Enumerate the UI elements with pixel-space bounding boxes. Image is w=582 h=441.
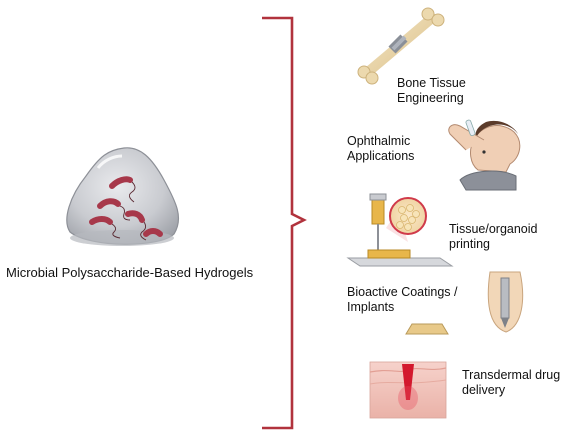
skin-wound-icon	[369, 361, 447, 419]
label-tissue-organoid-printing: Tissue/organoid printing	[449, 222, 537, 252]
label-line: Bone Tissue	[397, 76, 466, 90]
bone-icon	[357, 7, 445, 85]
label-line: delivery	[462, 383, 506, 397]
label-bioactive-coatings-implants: Bioactive Coatings / Implants	[347, 285, 457, 315]
bacteria-icon	[89, 176, 163, 241]
label-line: Implants	[347, 300, 395, 314]
label-line: Transdermal drug	[462, 368, 561, 382]
label-line: printing	[449, 237, 490, 251]
label-line: Applications	[347, 149, 415, 163]
label-line: Ophthalmic	[347, 134, 411, 148]
label-bone-tissue-engineering: Bone Tissue Engineering	[397, 76, 466, 106]
label-line: Tissue/organoid	[449, 222, 538, 236]
label-line: Engineering	[397, 91, 464, 105]
label-line: Bioactive Coatings /	[347, 285, 458, 299]
label-transdermal-drug-delivery: Transdermal drug delivery	[462, 368, 560, 398]
bioprinter-icon	[346, 193, 454, 267]
hydrogel-title: Microbial Polysaccharide-Based Hydrogels	[6, 265, 254, 280]
bracket-line	[262, 16, 307, 430]
implant-icon	[405, 271, 524, 335]
label-ophthalmic-applications: Ophthalmic Applications	[347, 134, 414, 164]
eye-drop-person-icon	[448, 119, 521, 191]
